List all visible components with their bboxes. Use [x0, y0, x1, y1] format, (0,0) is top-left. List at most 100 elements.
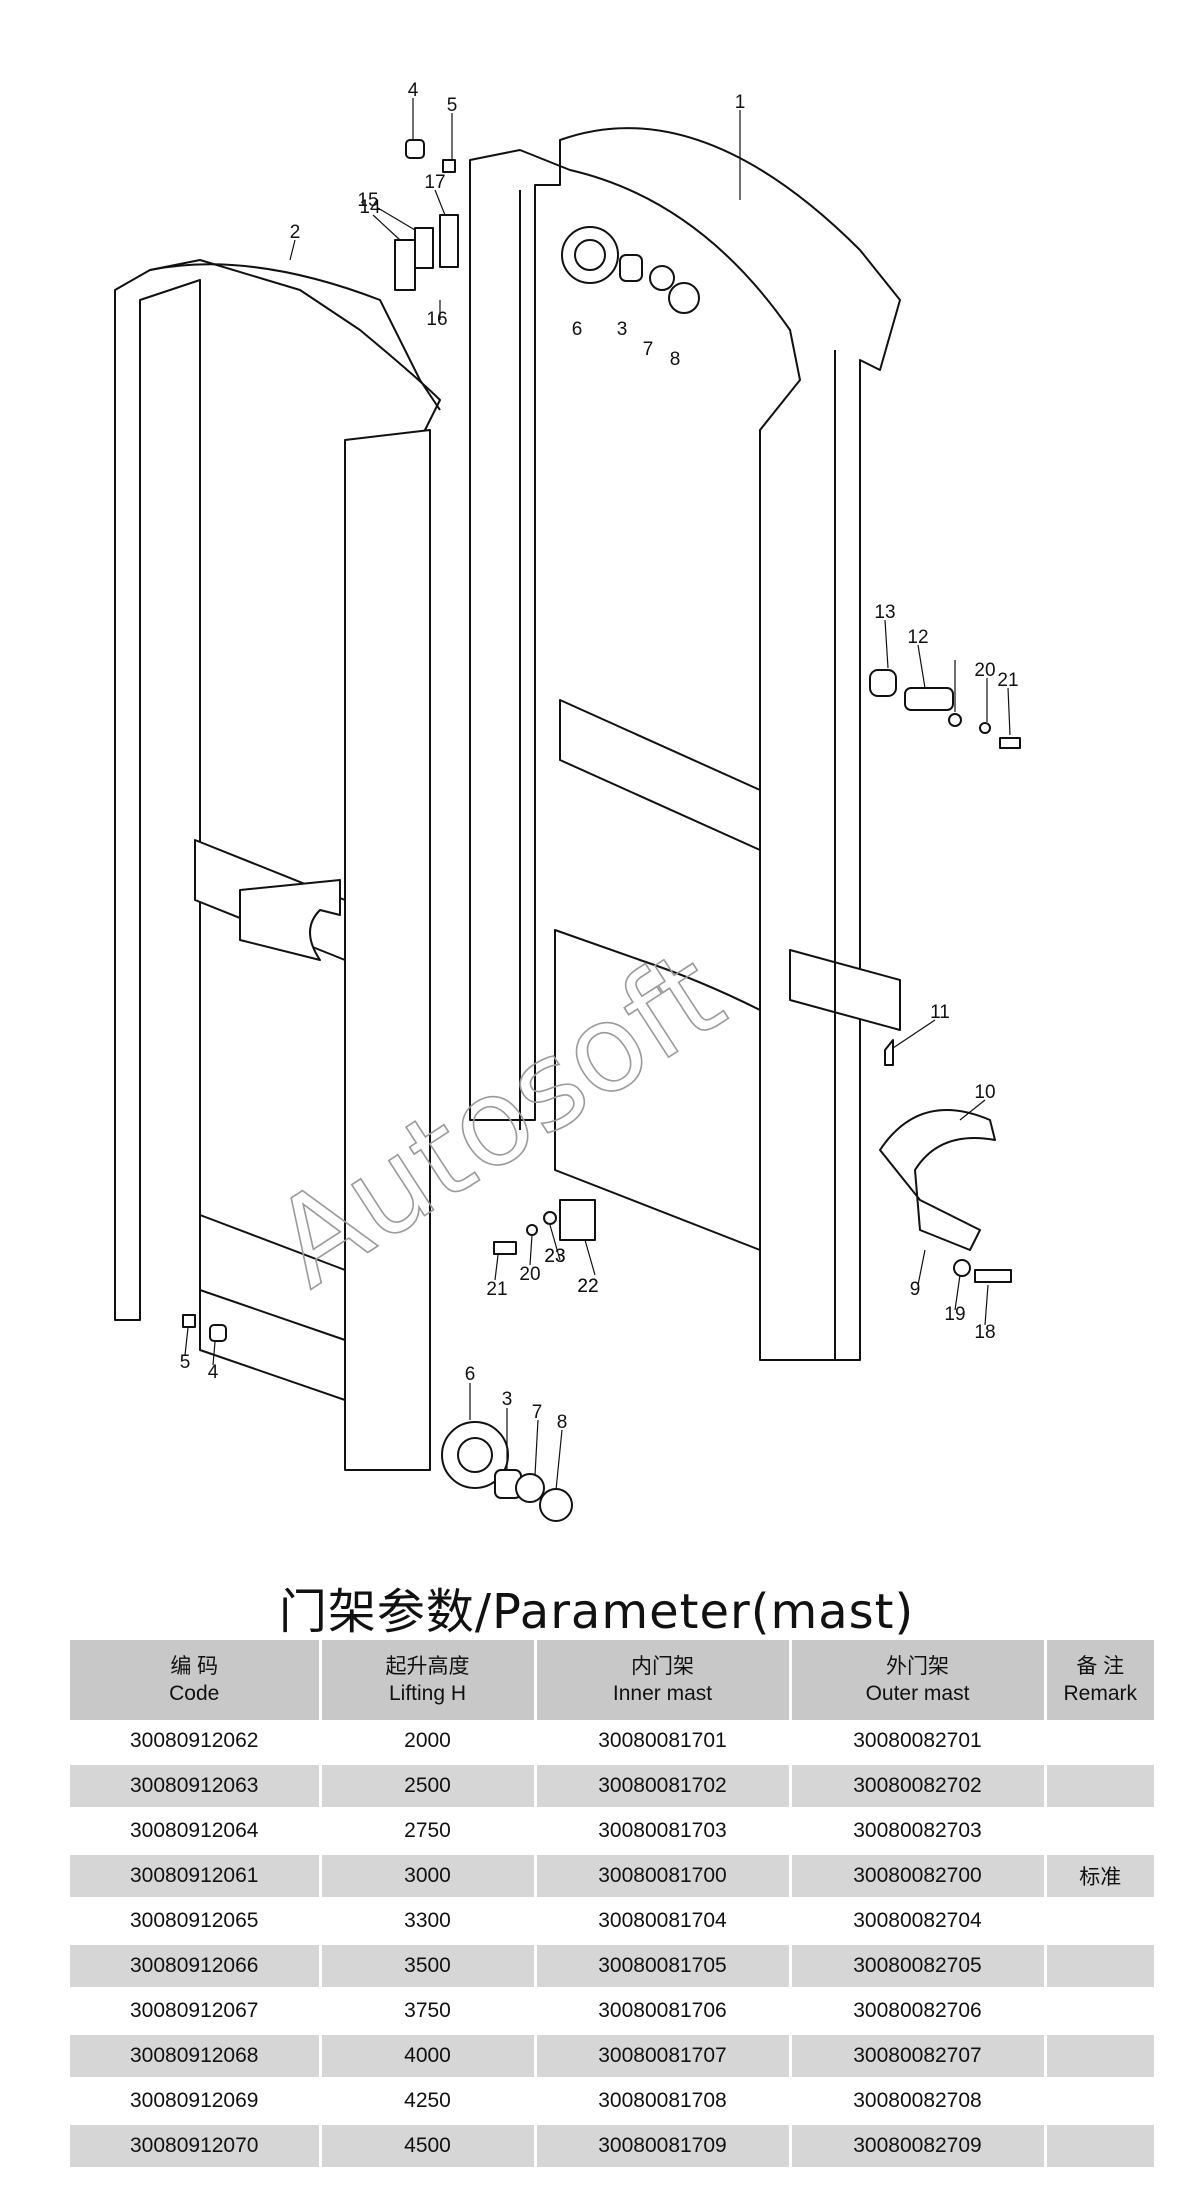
cell-lifting-height: 4000 [320, 2033, 537, 2080]
washer-20-lower [526, 1224, 538, 1236]
bushing-13 [869, 669, 897, 697]
cell-inner-mast: 30080081709 [535, 2123, 792, 2170]
callout-label: 20 [519, 1264, 540, 1285]
cell-lifting-height: 3300 [320, 1898, 537, 1945]
cell-outer-mast: 30080082703 [790, 1808, 1047, 1855]
callout-label: 23 [544, 1246, 565, 1267]
cell-lifting-height: 4500 [320, 2123, 537, 2170]
cell-code: 30080912067 [70, 1988, 322, 2035]
callout-label: 17 [424, 172, 445, 193]
plate-17 [439, 214, 459, 268]
washer-23 [948, 713, 962, 727]
callout-label: 21 [997, 670, 1018, 691]
cell-remark [1045, 1720, 1154, 1765]
cell-remark [1045, 1943, 1154, 1990]
callout-label: 5 [447, 95, 458, 116]
cell-inner-mast: 30080081703 [535, 1808, 792, 1855]
cell-remark [1045, 2123, 1154, 2170]
pin-4-top [405, 139, 425, 159]
outer-mast-frame [469, 127, 901, 1361]
cell-remark [1045, 2033, 1154, 2080]
cell-outer-mast: 30080082704 [790, 1898, 1047, 1945]
cell-outer-mast: 30080082709 [790, 2123, 1047, 2170]
callout-label: 5 [180, 1352, 191, 1373]
cell-code: 30080912064 [70, 1808, 322, 1855]
callout-label: 2 [290, 222, 301, 243]
callout-label: 21 [486, 1279, 507, 1300]
callout-label: 4 [208, 1362, 219, 1383]
cell-code: 30080912069 [70, 2078, 322, 2125]
callout-label: 18 [974, 1322, 995, 1343]
callout-label: 3 [617, 319, 628, 340]
cell-outer-mast: 30080082700 [790, 1853, 1047, 1900]
inner-mast-saddle [239, 879, 341, 961]
inner-mast-top-arch [149, 263, 441, 411]
cell-code: 30080912062 [70, 1720, 322, 1765]
callout-label: 14 [359, 197, 381, 218]
callout-label: 23 [544, 1246, 565, 1267]
ring-7-top [649, 265, 675, 291]
callout-label: 10 [974, 1082, 995, 1103]
cell-lifting-height: 2000 [320, 1720, 537, 1765]
pin-5-top [442, 159, 456, 173]
bolt-21-lower [493, 1241, 517, 1255]
cell-code: 30080912065 [70, 1898, 322, 1945]
cell-code: 30080912070 [70, 2123, 322, 2170]
cell-inner-mast: 30080081706 [535, 1988, 792, 2035]
cell-inner-mast: 30080081707 [535, 2033, 792, 2080]
plate-14 [394, 239, 416, 291]
callout-label: 8 [670, 349, 681, 370]
cell-inner-mast: 30080081702 [535, 1763, 792, 1810]
cell-inner-mast: 30080081708 [535, 2078, 792, 2125]
cell-lifting-height: 3000 [320, 1853, 537, 1900]
cell-code: 30080912063 [70, 1763, 322, 1810]
cell-code: 30080912061 [70, 1853, 322, 1900]
ring-7-bottom [515, 1473, 545, 1503]
bolt-11 [884, 1039, 894, 1066]
cell-code: 30080912066 [70, 1943, 322, 1990]
callout-label: 22 [577, 1276, 598, 1297]
washer-23-lower [543, 1211, 557, 1225]
callout-label: 22 [577, 1276, 598, 1297]
cell-inner-mast: 30080081701 [535, 1720, 792, 1765]
cell-outer-mast: 30080082706 [790, 1988, 1047, 2035]
bracket-22 [559, 1199, 596, 1241]
cell-remark [1045, 1763, 1154, 1810]
callout-label: 16 [426, 309, 447, 330]
cell-remark [1045, 2078, 1154, 2125]
cell-remark: 标准 [1045, 1853, 1154, 1900]
callout-label: 11 [930, 1002, 950, 1023]
washer-20 [979, 722, 991, 734]
ring-8-bottom [539, 1488, 573, 1522]
callout-label: 3 [502, 1389, 513, 1410]
callout-label: 19 [944, 1304, 965, 1325]
cell-lifting-height: 4250 [320, 2078, 537, 2125]
cell-outer-mast: 30080082708 [790, 2078, 1047, 2125]
callout-label: 7 [643, 339, 654, 360]
cell-outer-mast: 30080082707 [790, 2033, 1047, 2080]
bolt-21 [999, 737, 1021, 749]
callout-label: 12 [907, 627, 928, 648]
pin-5-lower [182, 1314, 196, 1328]
callout-label: 8 [557, 1412, 568, 1433]
cell-lifting-height: 3500 [320, 1943, 537, 1990]
inner-mast-frame [114, 259, 441, 1401]
cell-inner-mast: 30080081704 [535, 1898, 792, 1945]
callout-label: 13 [874, 602, 895, 623]
cell-lifting-height: 2500 [320, 1763, 537, 1810]
